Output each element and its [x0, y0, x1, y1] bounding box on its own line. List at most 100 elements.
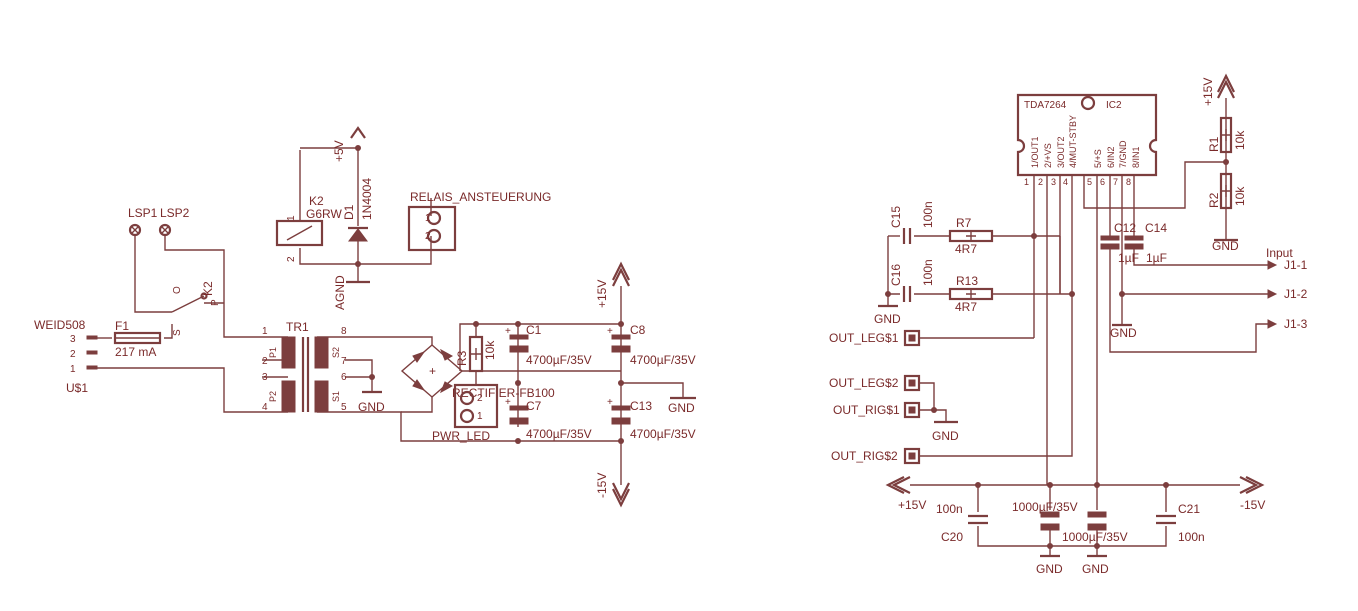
conn-pin3: 3: [70, 334, 76, 345]
ic2-tda7264: TDA7264 IC2 1/OUT1 2/+VS 3/OUT2 4/MUT-ST…: [1016, 93, 1158, 187]
out-leg2-pad: [903, 374, 921, 392]
plus5v-label: +5V: [332, 140, 346, 162]
c8-value: 4700µF/35V: [630, 353, 696, 367]
relais-pin1: 1: [425, 213, 431, 224]
c7-label: C7: [526, 399, 542, 413]
plus15v-label-div: +15V: [1201, 78, 1215, 106]
j1-3-label: J1-3: [1284, 317, 1308, 331]
out-rig1-label: OUT_RIG$1: [833, 403, 900, 417]
ic-pin6-name: 6/IN2: [1106, 146, 1116, 168]
gnd-label-div: GND: [1212, 239, 1239, 253]
ic2-label: IC2: [1106, 100, 1122, 111]
out-leg1-pad: [903, 329, 921, 347]
relais-connector: [407, 205, 457, 252]
d1-label: D1: [342, 204, 356, 220]
r13-value: 4R7: [955, 300, 977, 314]
svg-text:+: +: [607, 397, 613, 408]
speaker-terminals: LSP1 LSP2 K2 O P S: [128, 206, 221, 336]
tr-pin6: 6: [341, 372, 347, 383]
coil-pin2: 2: [286, 256, 297, 262]
ic-pin1-name: 1/OUT1: [1030, 136, 1040, 168]
d1-value: 1N4004: [360, 178, 374, 220]
gnd-label-psu: GND: [668, 401, 695, 415]
ic-pin3-name: 3/OUT2: [1056, 136, 1066, 168]
ic-pin5-name: 5/+S: [1093, 149, 1103, 168]
lsp2-label: LSP2: [160, 206, 190, 220]
ic-pin5-num: 5: [1087, 177, 1092, 187]
tr-pin4: 4: [262, 402, 268, 413]
relay-k2-contact-label: K2: [201, 281, 215, 296]
g6rw-label: G6RW: [306, 207, 342, 221]
c16-value: 100n: [921, 259, 935, 286]
u1-label: U$1: [66, 381, 88, 395]
gnd-label-out: GND: [932, 429, 959, 443]
tr1-label: TR1: [286, 320, 309, 334]
tr-p1: P1: [268, 347, 278, 358]
out-rig1-pad: [903, 401, 921, 419]
rectifier-label: RECTIFIER-FB100: [452, 386, 555, 400]
gnd-label-tr: GND: [358, 400, 385, 414]
ic-name: TDA7264: [1024, 100, 1067, 111]
c-1000-label-a: 1000µF/35V: [1012, 500, 1078, 514]
r2-label: R2: [1207, 192, 1221, 208]
mains-input: WEID508 3 2 1 U$1 F1 217 mA: [34, 318, 162, 395]
f1-label: F1: [115, 319, 129, 333]
tr-pin3: 3: [262, 372, 268, 383]
c1-value: 4700µF/35V: [526, 353, 592, 367]
r2-value: 10k: [1233, 186, 1247, 206]
r1-value: 10k: [1233, 130, 1247, 150]
lsp2-terminal: [158, 223, 172, 237]
c21-label: C21: [1178, 502, 1200, 516]
wires-amplifier-section: [887, 98, 1268, 556]
input-network: C12 C14 1µF 1µF GND R1 10k R2 10k +15V G…: [1100, 73, 1308, 340]
r13-label: R13: [956, 274, 978, 288]
ic-pin7-name: 7/GND: [1118, 140, 1128, 168]
pwr-led-label: PWR_LED: [432, 429, 490, 443]
input-label: Input: [1266, 246, 1293, 260]
c8-label: C8: [630, 323, 646, 337]
c21-value: 100n: [1178, 530, 1205, 544]
c13-label: C13: [630, 399, 652, 413]
r1-label: R1: [1207, 136, 1221, 152]
bridge-plus: +: [429, 364, 436, 378]
gnd-label-in: GND: [1110, 326, 1137, 340]
tr-pin7: 7: [341, 356, 347, 367]
ic-pin4-num: 4: [1063, 177, 1068, 187]
relay-k2-coil: [275, 219, 324, 247]
r7-label: R7: [956, 216, 972, 230]
relais-label: RELAIS_ANSTEUERUNG: [410, 190, 551, 204]
c20-value: 100n: [936, 502, 963, 516]
tr-pin2: 2: [262, 356, 268, 367]
svg-text:+: +: [505, 326, 511, 337]
relais-pin2: 2: [425, 231, 431, 242]
wires-power-section: [97, 147, 684, 485]
c1-label: C1: [526, 323, 542, 337]
pwr-led-pin1: 1: [477, 411, 483, 422]
c13-value: 4700µF/35V: [630, 427, 696, 441]
ic-pin8-name: 8/IN1: [1131, 146, 1141, 168]
contact-s-label: S: [172, 329, 183, 336]
tr-p2: P2: [268, 391, 278, 402]
c12-label: C12: [1114, 221, 1136, 235]
c15-value: 100n: [921, 201, 935, 228]
fuse-value: 217 mA: [115, 345, 156, 359]
tr-s2: S2: [331, 347, 341, 358]
lsp1-label: LSP1: [128, 206, 158, 220]
junction-dots: [355, 145, 1229, 549]
j1-1-label: J1-1: [1284, 258, 1308, 272]
c15-label: C15: [889, 206, 903, 228]
tr-pin1: 1: [262, 326, 268, 337]
output-connectors: OUT_LEG$1 OUT_LEG$2 OUT_RIG$1 OUT_RIG$2 …: [829, 329, 959, 465]
r7-value: 4R7: [955, 242, 977, 256]
c16-label: C16: [889, 264, 903, 286]
conn-pin2: 2: [70, 349, 76, 360]
feedback-network: C15 100n C16 100n R7 4R7 R13 4R7 GND: [874, 201, 994, 326]
pwr-led-pin2: 2: [477, 393, 483, 404]
ic-pin7-num: 7: [1113, 177, 1118, 187]
gnd-label-amp1: GND: [1036, 562, 1063, 576]
c12-value: 1µF: [1118, 251, 1139, 265]
agnd-label: AGND: [333, 275, 347, 310]
out-leg1-label: OUT_LEG$1: [829, 331, 899, 345]
out-leg2-label: OUT_LEG$2: [829, 376, 899, 390]
